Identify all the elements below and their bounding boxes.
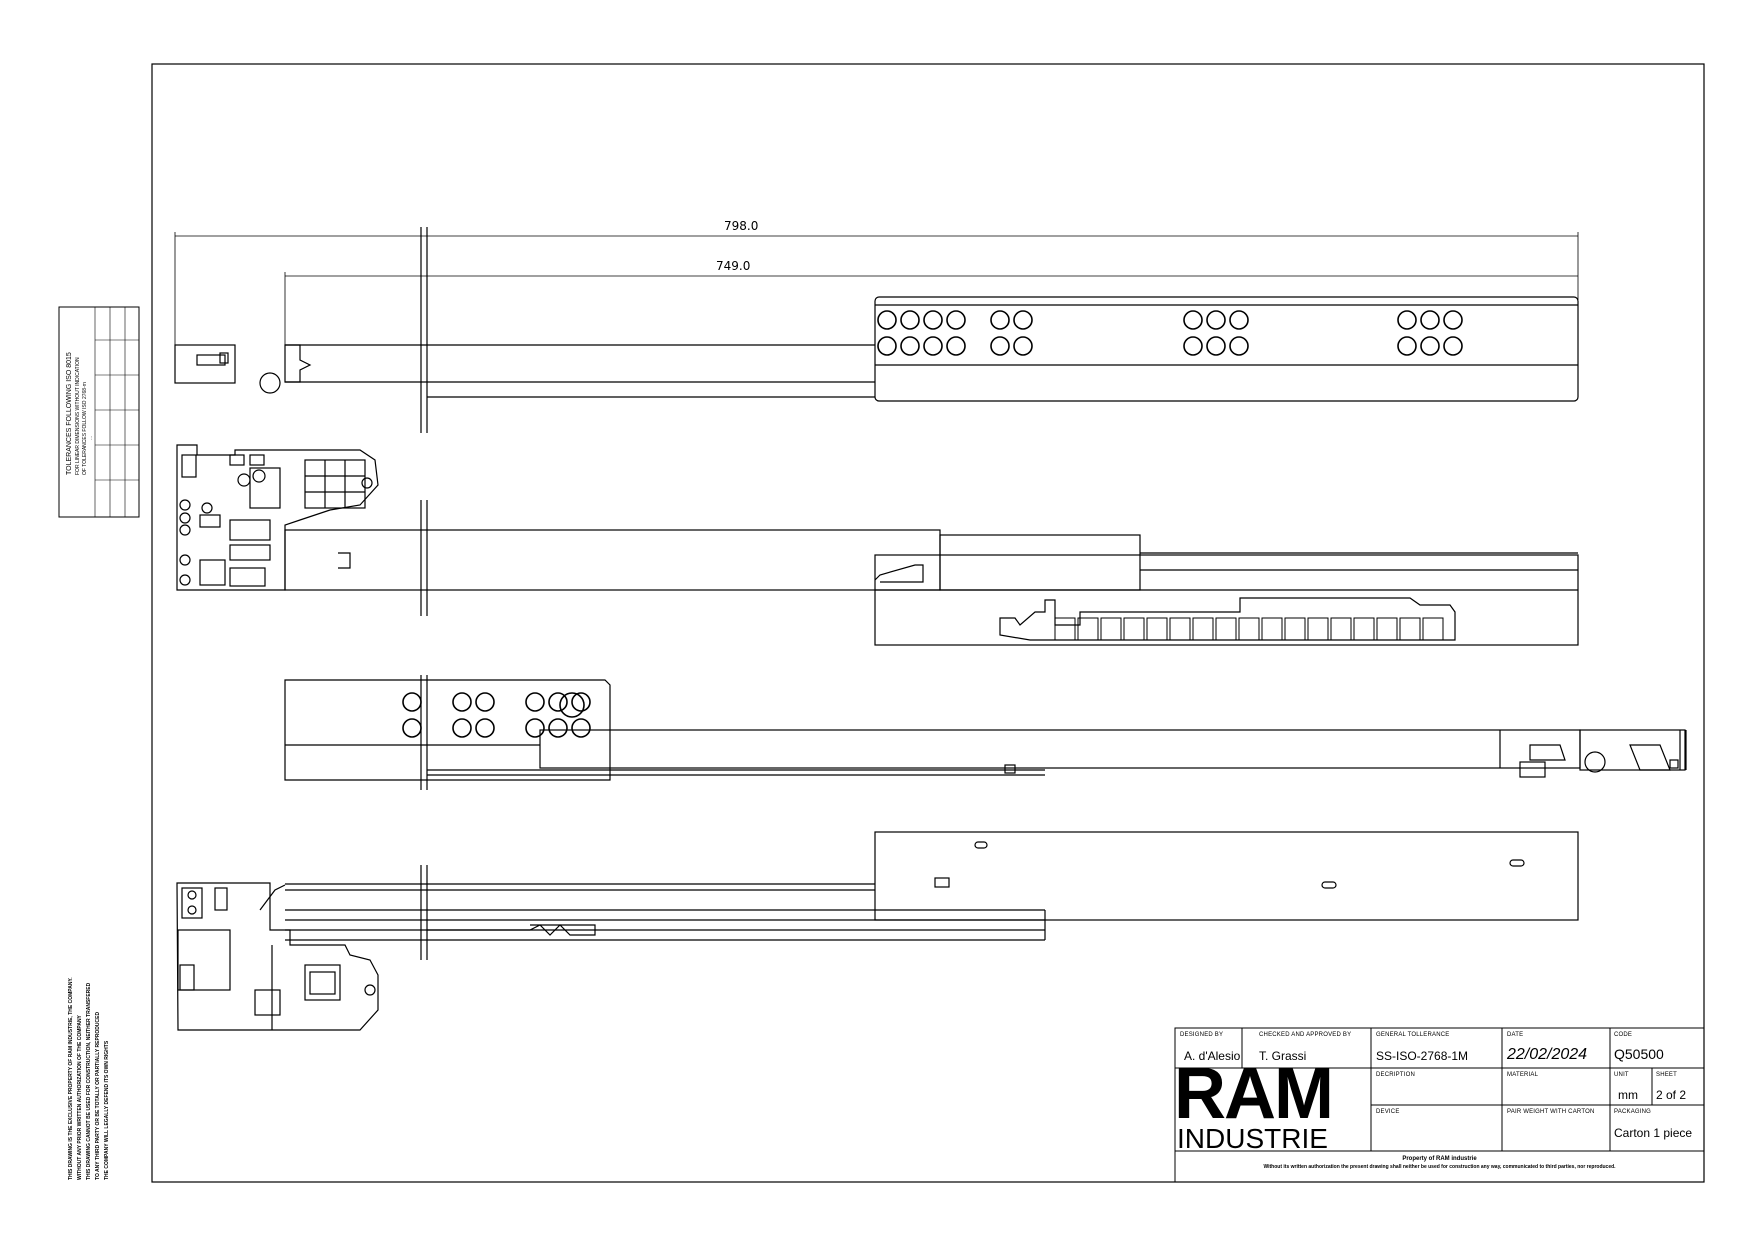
title-block — [1174, 1027, 1705, 1183]
pair-weight-label: PAIR WEIGHT WITH CARTON — [1507, 1109, 1595, 1115]
sheet-value: 2 of 2 — [1656, 1088, 1687, 1102]
view-4-side-view — [176, 831, 1579, 1031]
drawing-frame — [151, 63, 1705, 1183]
tolerance-note-line2: FOR LINEAR DIMENSIONS WITHOUT INDICATION — [75, 357, 81, 475]
property-note-line2: WITHOUT ANY PRIOR WRITTEN AUTHORIZATION … — [77, 1015, 83, 1180]
tolerance-note-line3: OF TOLERANCES FOLLOW ISO 2768-m — [82, 382, 88, 475]
sheet-label: SHEET — [1656, 1072, 1678, 1078]
company-logo-ram: RAM — [1174, 1054, 1334, 1134]
packaging-label: PACKAGING — [1614, 1109, 1652, 1115]
unit-value: mm — [1618, 1088, 1638, 1102]
tolerance-note-box — [58, 306, 140, 518]
general-tolerance-value: SS-ISO-2768-1M — [1376, 1049, 1469, 1063]
checked-by-value: T. Grassi — [1259, 1049, 1307, 1063]
company-logo-industrie: INDUSTRIE — [1177, 1123, 1328, 1154]
property-note-line5: THE COMPANY WILL LEGALLY DEFEND ITS OWN … — [104, 1040, 110, 1180]
unit-label: UNIT — [1614, 1072, 1629, 1078]
tolerance-note-line4: ... — [88, 435, 94, 440]
general-tolerance-label: GENERAL TOLLERANCE — [1376, 1032, 1450, 1038]
material-label: MATERIAL — [1507, 1072, 1539, 1078]
code-label: CODE — [1614, 1032, 1633, 1038]
view-1-closed-slide — [174, 227, 1579, 433]
checked-by-label: CHECKED AND APPROVED BY — [1259, 1032, 1352, 1038]
property-note-line4: TO ANY THIRD PARTY OR BE TOTALLY OR PART… — [95, 1011, 101, 1180]
view-2-locking-device — [176, 444, 1579, 646]
device-label: DEVICE — [1376, 1109, 1400, 1115]
view-3-extended-slide — [284, 675, 1687, 790]
footer-authorization-line: Without its written authorization the pr… — [1263, 1164, 1616, 1170]
designed-by-label: DESIGNED BY — [1180, 1032, 1224, 1038]
dimension-rail-length: 749.0 — [716, 259, 751, 273]
dimension-overall-length: 798.0 — [724, 219, 759, 233]
code-value: Q50500 — [1614, 1046, 1664, 1062]
tolerance-note-title: TOLERANCES FOLLOWING ISO 8015 — [66, 352, 73, 475]
description-label: DECRIPTION — [1376, 1072, 1416, 1078]
property-note-line1: THIS DRAWING IS THE EXCLUSIVE PROPERTY O… — [68, 977, 74, 1180]
date-value: 22/02/2024 — [1507, 1046, 1588, 1063]
footer-property-line: Property of RAM industrie — [1402, 1156, 1477, 1162]
property-note-line3: THIS DRAWING CANNOT BE USED FOR CONSTRUC… — [86, 982, 92, 1180]
packaging-value: Carton 1 piece — [1614, 1126, 1693, 1140]
date-label: DATE — [1507, 1032, 1524, 1038]
designed-by-value: A. d'Alesio — [1184, 1049, 1241, 1063]
